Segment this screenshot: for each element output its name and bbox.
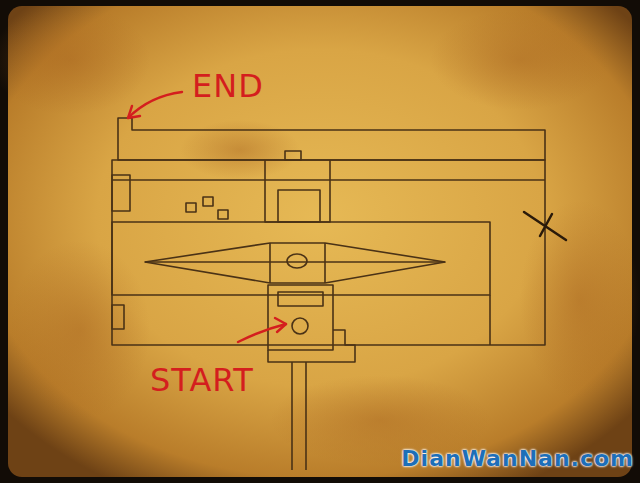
watermark: DianWanNan.com bbox=[401, 448, 634, 470]
end-label: END bbox=[192, 70, 264, 102]
floor-plan bbox=[112, 118, 545, 470]
start-label: START bbox=[150, 364, 254, 396]
x-mark bbox=[524, 212, 566, 240]
leader-arrows bbox=[128, 92, 286, 342]
stains bbox=[0, 5, 640, 465]
